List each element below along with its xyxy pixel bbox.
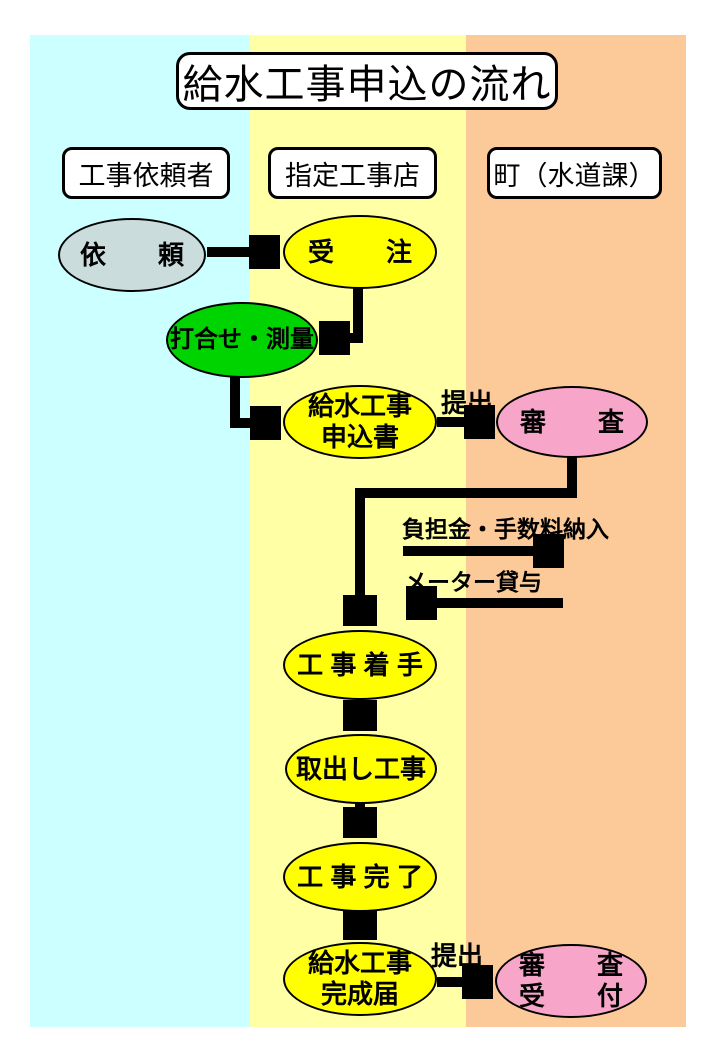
lane-header-shop-label: 指定工事店 (285, 160, 420, 191)
node-tap-work: 取出し工事 (285, 734, 437, 804)
node-order-received: 受 注 (283, 215, 437, 289)
node-construction-start: 工 事 着 手 (283, 630, 437, 700)
page-title: 給水工事申込の流れ (182, 63, 552, 107)
lane-header-town-label: 町（水道課） (493, 160, 656, 191)
node-construction-complete: 工 事 完 了 (283, 842, 437, 912)
lane-header-requester: 工事依頼者 (62, 147, 230, 199)
node-review: 審 査 (496, 386, 648, 458)
lane-header-shop: 指定工事店 (268, 147, 437, 199)
label-fee-payment: 負担金・手数料納入 (402, 516, 609, 542)
lane-requester-background (30, 35, 250, 1027)
node-completion-report: 給水工事 完成届 (283, 942, 437, 1016)
node-meeting-survey: 打合せ・測量 (166, 302, 318, 378)
node-request: 依 頼 (58, 218, 206, 292)
label-submit-2: 提出 (431, 941, 484, 971)
title-box: 給水工事申込の流れ (176, 52, 558, 110)
node-review-acceptance: 審 査 受 付 (495, 944, 647, 1018)
lane-header-requester-label: 工事依頼者 (78, 160, 214, 191)
label-submit-1: 提出 (441, 388, 494, 418)
node-application-form: 給水工事 申込書 (283, 385, 437, 459)
lane-header-town: 町（水道課） (487, 147, 662, 199)
label-meter-lending: メーター貸与 (404, 569, 542, 595)
